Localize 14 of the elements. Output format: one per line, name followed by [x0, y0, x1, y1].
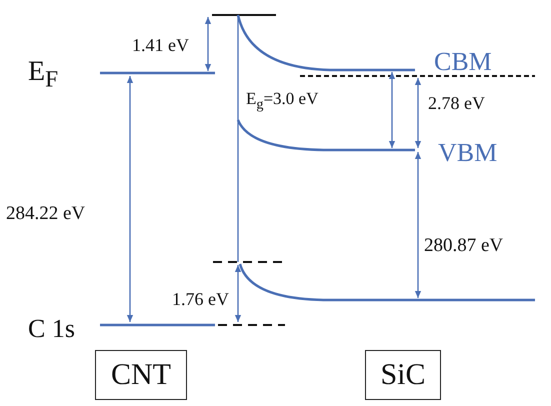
band-edge-label: CBM — [434, 49, 492, 75]
energy-value: 2.78 eV — [428, 94, 485, 112]
energy-value: 1.41 eV — [132, 36, 189, 54]
material-name: CNT — [111, 358, 171, 392]
material-label-box — [95, 350, 187, 400]
energy-value: 280.87 eV — [424, 236, 504, 255]
fermi-level-label: E$_{F}$ — [28, 58, 58, 92]
energy-value: 1.76 eV — [172, 290, 229, 308]
energy-value: 284.22 eV — [6, 204, 86, 223]
material-label-box — [365, 350, 441, 400]
material-name: SiC — [380, 358, 426, 392]
core-level-label: C 1s — [28, 316, 75, 342]
band-edge-label: VBM — [438, 140, 498, 166]
band-gap-label: E$_{g}$=3.0 eV — [246, 90, 318, 112]
